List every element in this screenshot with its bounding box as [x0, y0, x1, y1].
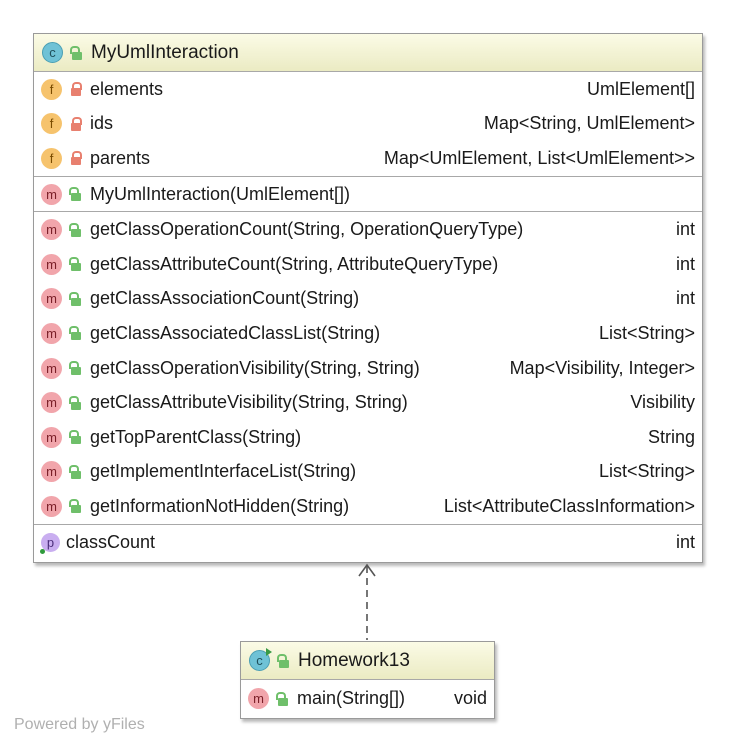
public-lock-icon: [69, 326, 81, 341]
field-row[interactable]: f elements UmlElement[]: [34, 72, 702, 107]
method-return-type: int: [675, 288, 695, 309]
public-lock-icon: [70, 45, 82, 60]
method-icon: m: [41, 392, 62, 414]
field-name: ids: [90, 113, 114, 134]
method-name: main(String[]): [297, 688, 406, 708]
fields-section: f elements UmlElement[] f ids Map<String…: [34, 72, 702, 177]
method-return-type: void: [453, 688, 487, 708]
class-header[interactable]: c Homework13: [241, 642, 494, 680]
method-icon: m: [41, 426, 62, 448]
method-name: getTopParentClass(String): [90, 426, 302, 447]
static-method-icon: m: [248, 688, 269, 709]
method-return-type: Visibility: [630, 392, 695, 413]
class-box-homework13[interactable]: c Homework13 m main(String[]) void: [240, 641, 495, 719]
field-type: Map<UmlElement, List<UmlElement>>: [383, 147, 695, 168]
method-row[interactable]: m getClassOperationVisibility(String, St…: [34, 351, 702, 386]
methods-section: m getClassOperationCount(String, Operati…: [34, 212, 702, 525]
method-row[interactable]: m getClassAttributeVisibility(String, St…: [34, 385, 702, 420]
class-box-myumlinteraction[interactable]: c MyUmlInteraction f elements UmlElement…: [33, 33, 703, 563]
public-lock-icon: [276, 691, 288, 706]
public-lock-icon: [69, 395, 81, 410]
property-icon: p: [40, 532, 60, 554]
powered-by-label: Powered by yFiles: [14, 716, 145, 733]
method-return-type: String: [647, 426, 695, 447]
method-icon: m: [41, 461, 62, 483]
public-lock-icon: [69, 291, 81, 306]
class-name: Homework13: [298, 649, 410, 671]
public-lock-icon: [69, 361, 81, 376]
method-name: getInformationNotHidden(String): [90, 495, 350, 516]
method-row[interactable]: m getClassAssociatedClassList(String) Li…: [34, 316, 702, 351]
method-icon: m: [41, 322, 62, 344]
method-icon: m: [41, 495, 62, 517]
properties-section: p classCount int: [34, 525, 702, 560]
method-row[interactable]: m getClassOperationCount(String, Operati…: [34, 212, 702, 247]
method-return-type: List<AttributeClassInformation>: [443, 495, 695, 516]
method-name: getClassOperationCount(String, Operation…: [90, 219, 524, 240]
method-row[interactable]: m getClassAssociationCount(String) int: [34, 282, 702, 317]
public-lock-icon: [69, 222, 81, 237]
method-name: getClassAssociationCount(String): [90, 288, 360, 309]
method-name: getClassOperationVisibility(String, Stri…: [90, 357, 420, 378]
method-icon: m: [41, 288, 62, 310]
field-row[interactable]: f parents Map<UmlElement, List<UmlElemen…: [34, 141, 702, 176]
method-name: getClassAttributeCount(String, Attribute…: [90, 253, 499, 274]
field-icon: f: [41, 113, 62, 135]
method-row[interactable]: m getClassAttributeCount(String, Attribu…: [34, 247, 702, 282]
field-icon: f: [41, 78, 62, 100]
field-icon: f: [41, 147, 62, 169]
dependency-arrow[interactable]: [355, 562, 381, 642]
field-type: UmlElement[]: [586, 78, 695, 99]
method-icon: m: [41, 357, 62, 379]
constructor-name: MyUmlInteraction(UmlElement[]): [90, 183, 351, 204]
field-row[interactable]: f ids Map<String, UmlElement>: [34, 107, 702, 142]
method-icon: m: [41, 253, 62, 275]
method-return-type: List<String>: [598, 461, 695, 482]
method-return-type: List<String>: [598, 322, 695, 343]
field-type: Map<String, UmlElement>: [483, 113, 695, 134]
property-type: int: [675, 531, 695, 552]
private-lock-icon: [71, 116, 82, 131]
property-row[interactable]: p classCount int: [34, 525, 702, 560]
public-lock-icon: [69, 257, 81, 272]
field-name: parents: [90, 147, 151, 168]
private-lock-icon: [71, 82, 82, 97]
method-row[interactable]: m getImplementInterfaceList(String) List…: [34, 455, 702, 490]
constructor-row[interactable]: m MyUmlInteraction(UmlElement[]): [34, 177, 702, 212]
private-lock-icon: [71, 151, 82, 166]
public-lock-icon: [69, 187, 81, 202]
method-return-type: int: [675, 219, 695, 240]
public-lock-icon: [69, 430, 81, 445]
public-lock-icon: [277, 653, 289, 668]
public-lock-icon: [69, 464, 81, 479]
class-name: MyUmlInteraction: [91, 41, 239, 63]
property-name: classCount: [66, 531, 156, 552]
field-name: elements: [90, 78, 164, 99]
public-lock-icon: [69, 499, 81, 514]
method-return-type: int: [675, 253, 695, 274]
method-name: getClassAttributeVisibility(String, Stri…: [90, 392, 408, 413]
method-icon: m: [41, 183, 62, 205]
method-name: getImplementInterfaceList(String): [90, 461, 357, 482]
arrowhead-icon: [358, 563, 376, 577]
class-header[interactable]: c MyUmlInteraction: [34, 34, 702, 72]
method-row[interactable]: m main(String[]) void: [241, 680, 494, 717]
method-row[interactable]: m getInformationNotHidden(String) List<A…: [34, 489, 702, 524]
method-icon: m: [41, 219, 62, 241]
constructors-section: m MyUmlInteraction(UmlElement[]): [34, 177, 702, 213]
method-row[interactable]: m getTopParentClass(String) String: [34, 420, 702, 455]
runnable-class-icon: c: [249, 648, 272, 671]
methods-section: m main(String[]) void: [241, 680, 494, 717]
method-return-type: Map<Visibility, Integer>: [509, 357, 695, 378]
class-icon: c: [42, 42, 63, 63]
method-name: getClassAssociatedClassList(String): [90, 322, 381, 343]
